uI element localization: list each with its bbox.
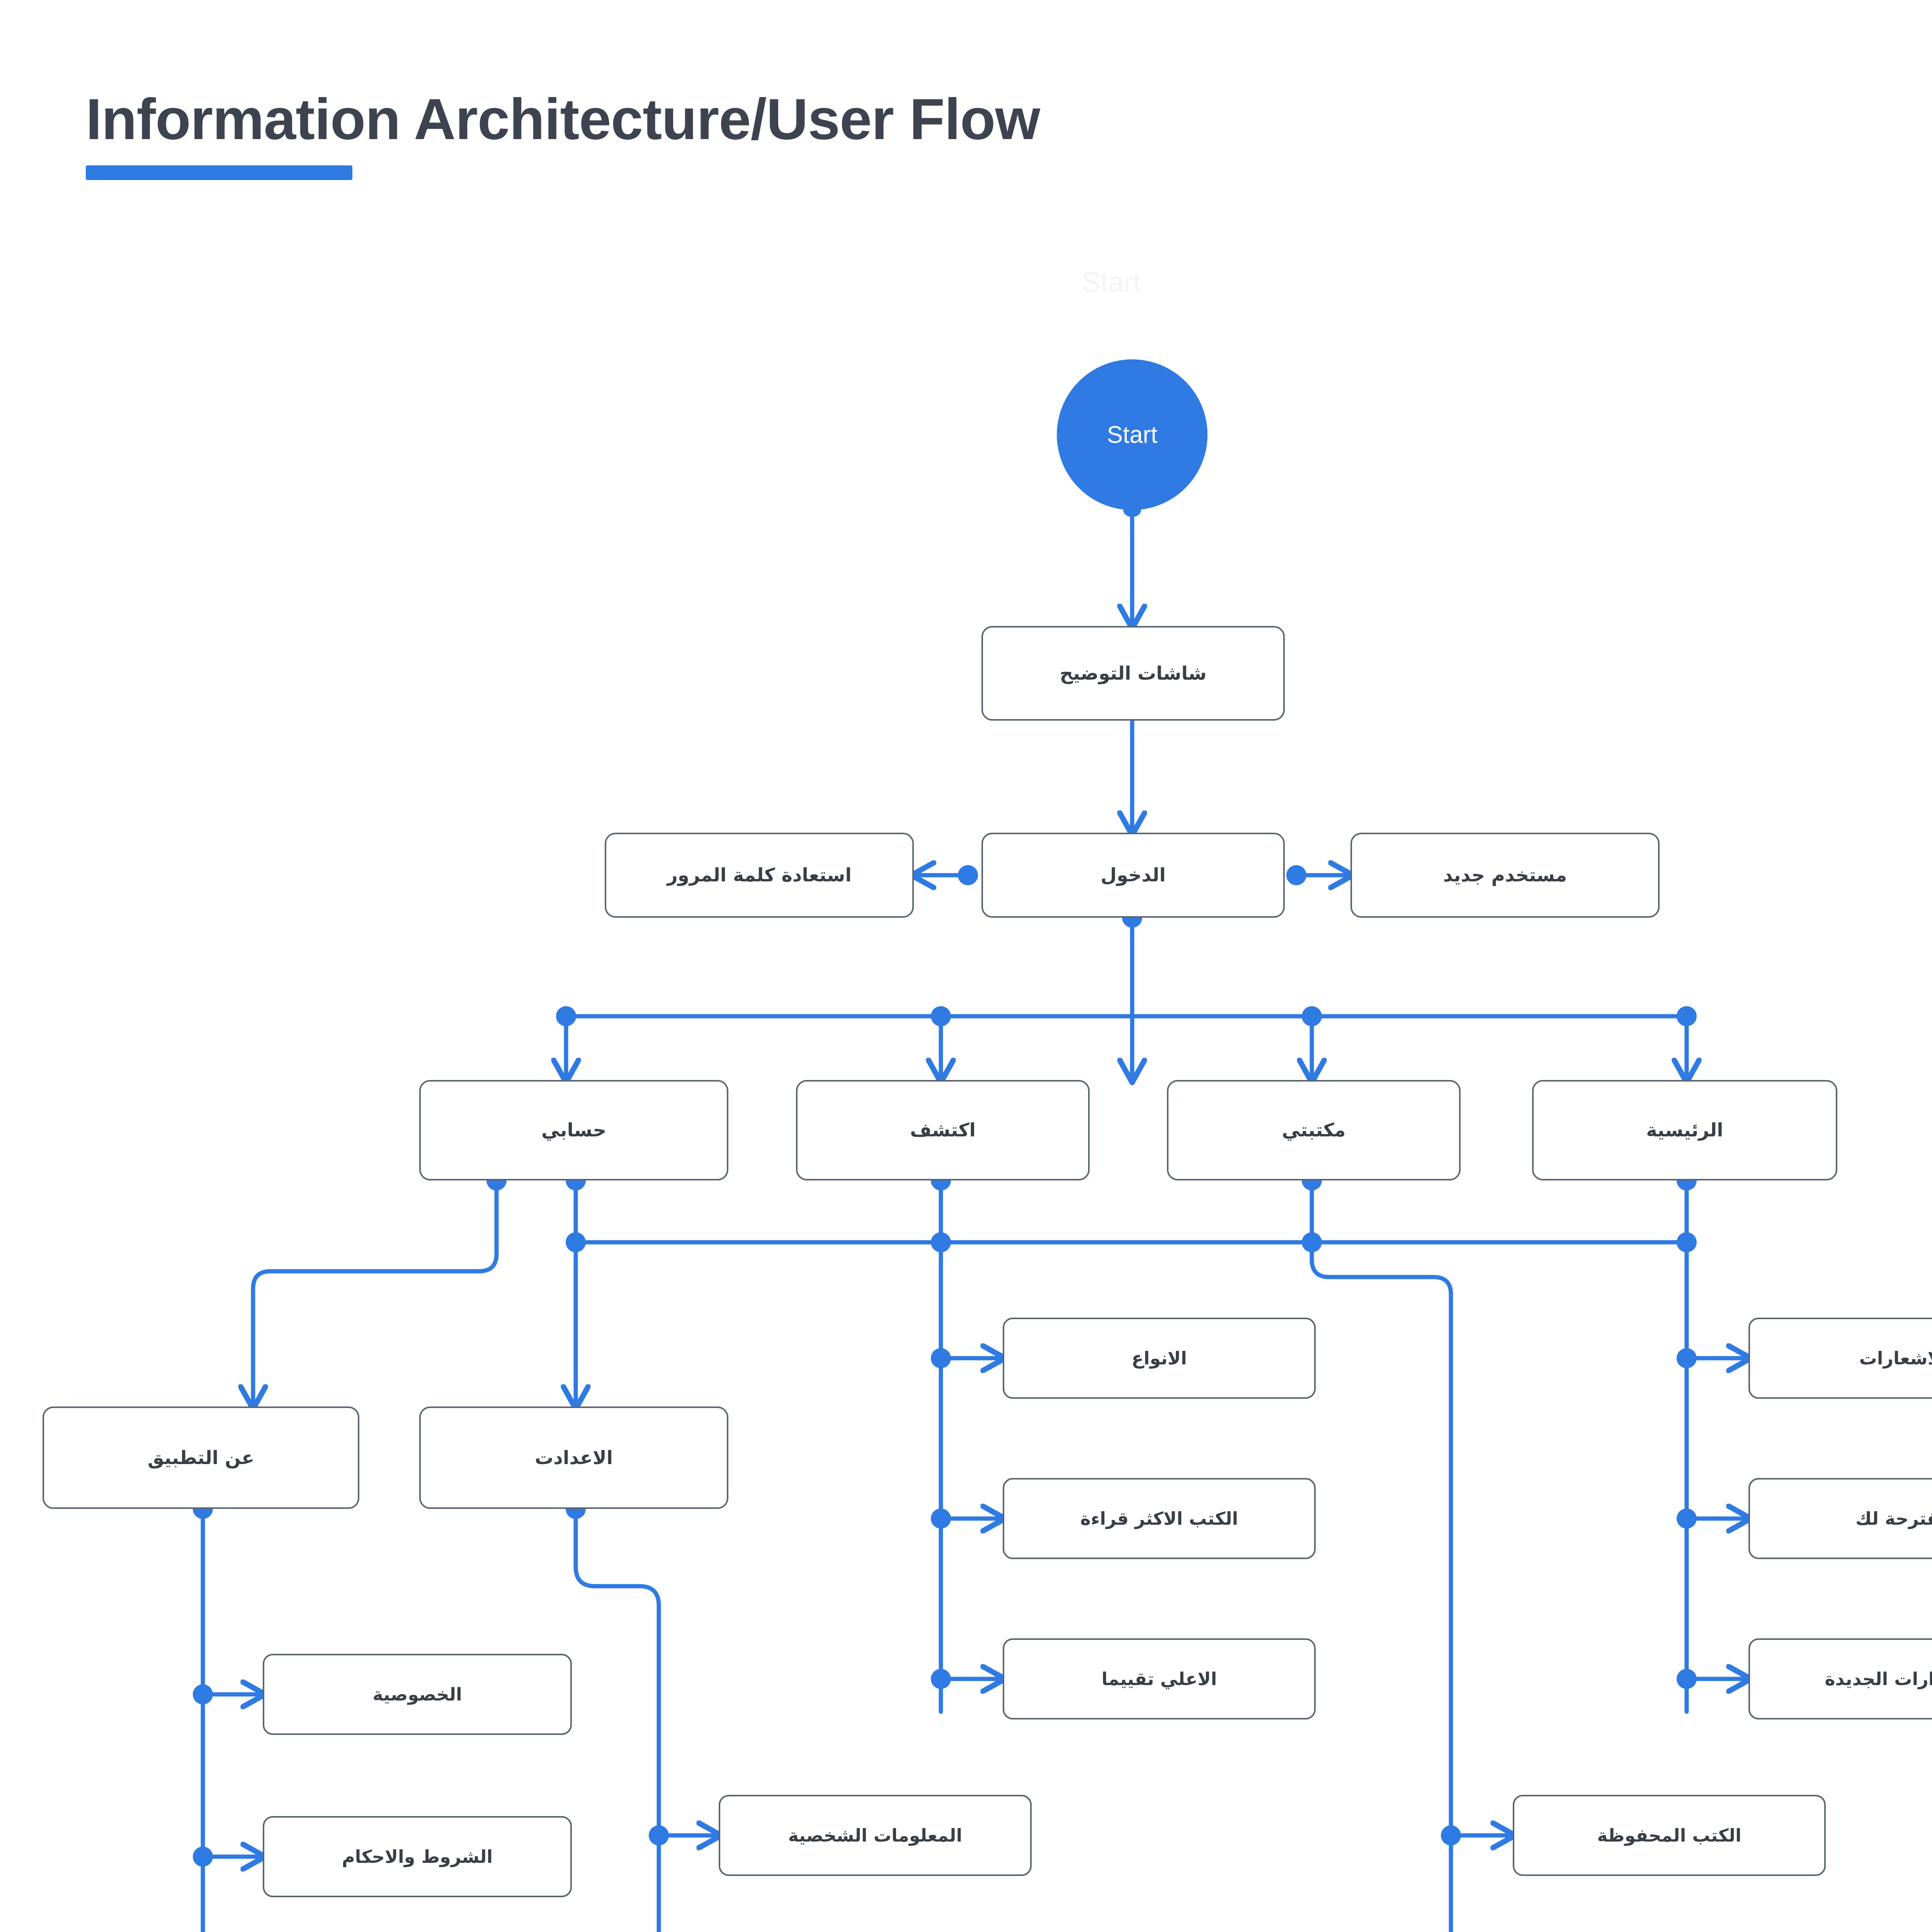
node-forgot-password[interactable]: استعادة كلمة المرور xyxy=(605,833,914,918)
start-watermark-label: Start xyxy=(1082,267,1141,298)
node-library[interactable]: مكتبتي xyxy=(1167,1080,1461,1180)
leaf-about-terms[interactable]: الشروط والاحكام xyxy=(263,1816,572,1897)
node-settings[interactable]: الاعدادت xyxy=(419,1406,728,1509)
page-title: Information Architecture/User Flow xyxy=(86,87,1040,151)
leaf-home-new-releases[interactable]: الاصدارات الجديدة xyxy=(1748,1638,1932,1719)
edge-library-rail xyxy=(1310,1178,1453,1932)
edge-settings-rail xyxy=(573,1507,661,1932)
edge-account-aboutapp xyxy=(253,1178,499,1406)
node-login[interactable]: الدخول xyxy=(981,833,1285,918)
leaf-home-notifications[interactable]: الاشعارات xyxy=(1748,1318,1932,1399)
page-title-block: Information Architecture/User Flow xyxy=(86,87,1040,180)
leaf-discover-genres[interactable]: الانواع xyxy=(1003,1318,1316,1399)
node-account[interactable]: حسابي xyxy=(419,1080,728,1180)
leaf-library-saved-books[interactable]: الكتب المحفوظة xyxy=(1513,1795,1826,1876)
leaf-settings-personal-info[interactable]: المعلومات الشخصية xyxy=(719,1795,1032,1876)
leaf-about-privacy[interactable]: الخصوصية xyxy=(263,1654,572,1735)
leaf-discover-most-read[interactable]: الكتب الاكثر قراءة xyxy=(1003,1478,1316,1559)
junction-dots xyxy=(193,865,1697,1867)
leaf-home-suggested[interactable]: مقترحة لك xyxy=(1748,1478,1932,1559)
node-new-user[interactable]: مستخدم جديد xyxy=(1350,833,1660,918)
start-node-tail xyxy=(1123,503,1141,517)
node-discover[interactable]: اكتشف xyxy=(796,1080,1090,1180)
node-about-app[interactable]: عن التطبيق xyxy=(43,1406,359,1509)
start-node[interactable]: Start xyxy=(1057,359,1208,510)
node-onboarding[interactable]: شاشات التوضيح xyxy=(981,626,1285,721)
leaf-discover-top-rated[interactable]: الاعلي تقييما xyxy=(1003,1638,1316,1719)
node-home[interactable]: الرئيسية xyxy=(1532,1080,1837,1180)
title-underline-bar xyxy=(86,165,352,180)
